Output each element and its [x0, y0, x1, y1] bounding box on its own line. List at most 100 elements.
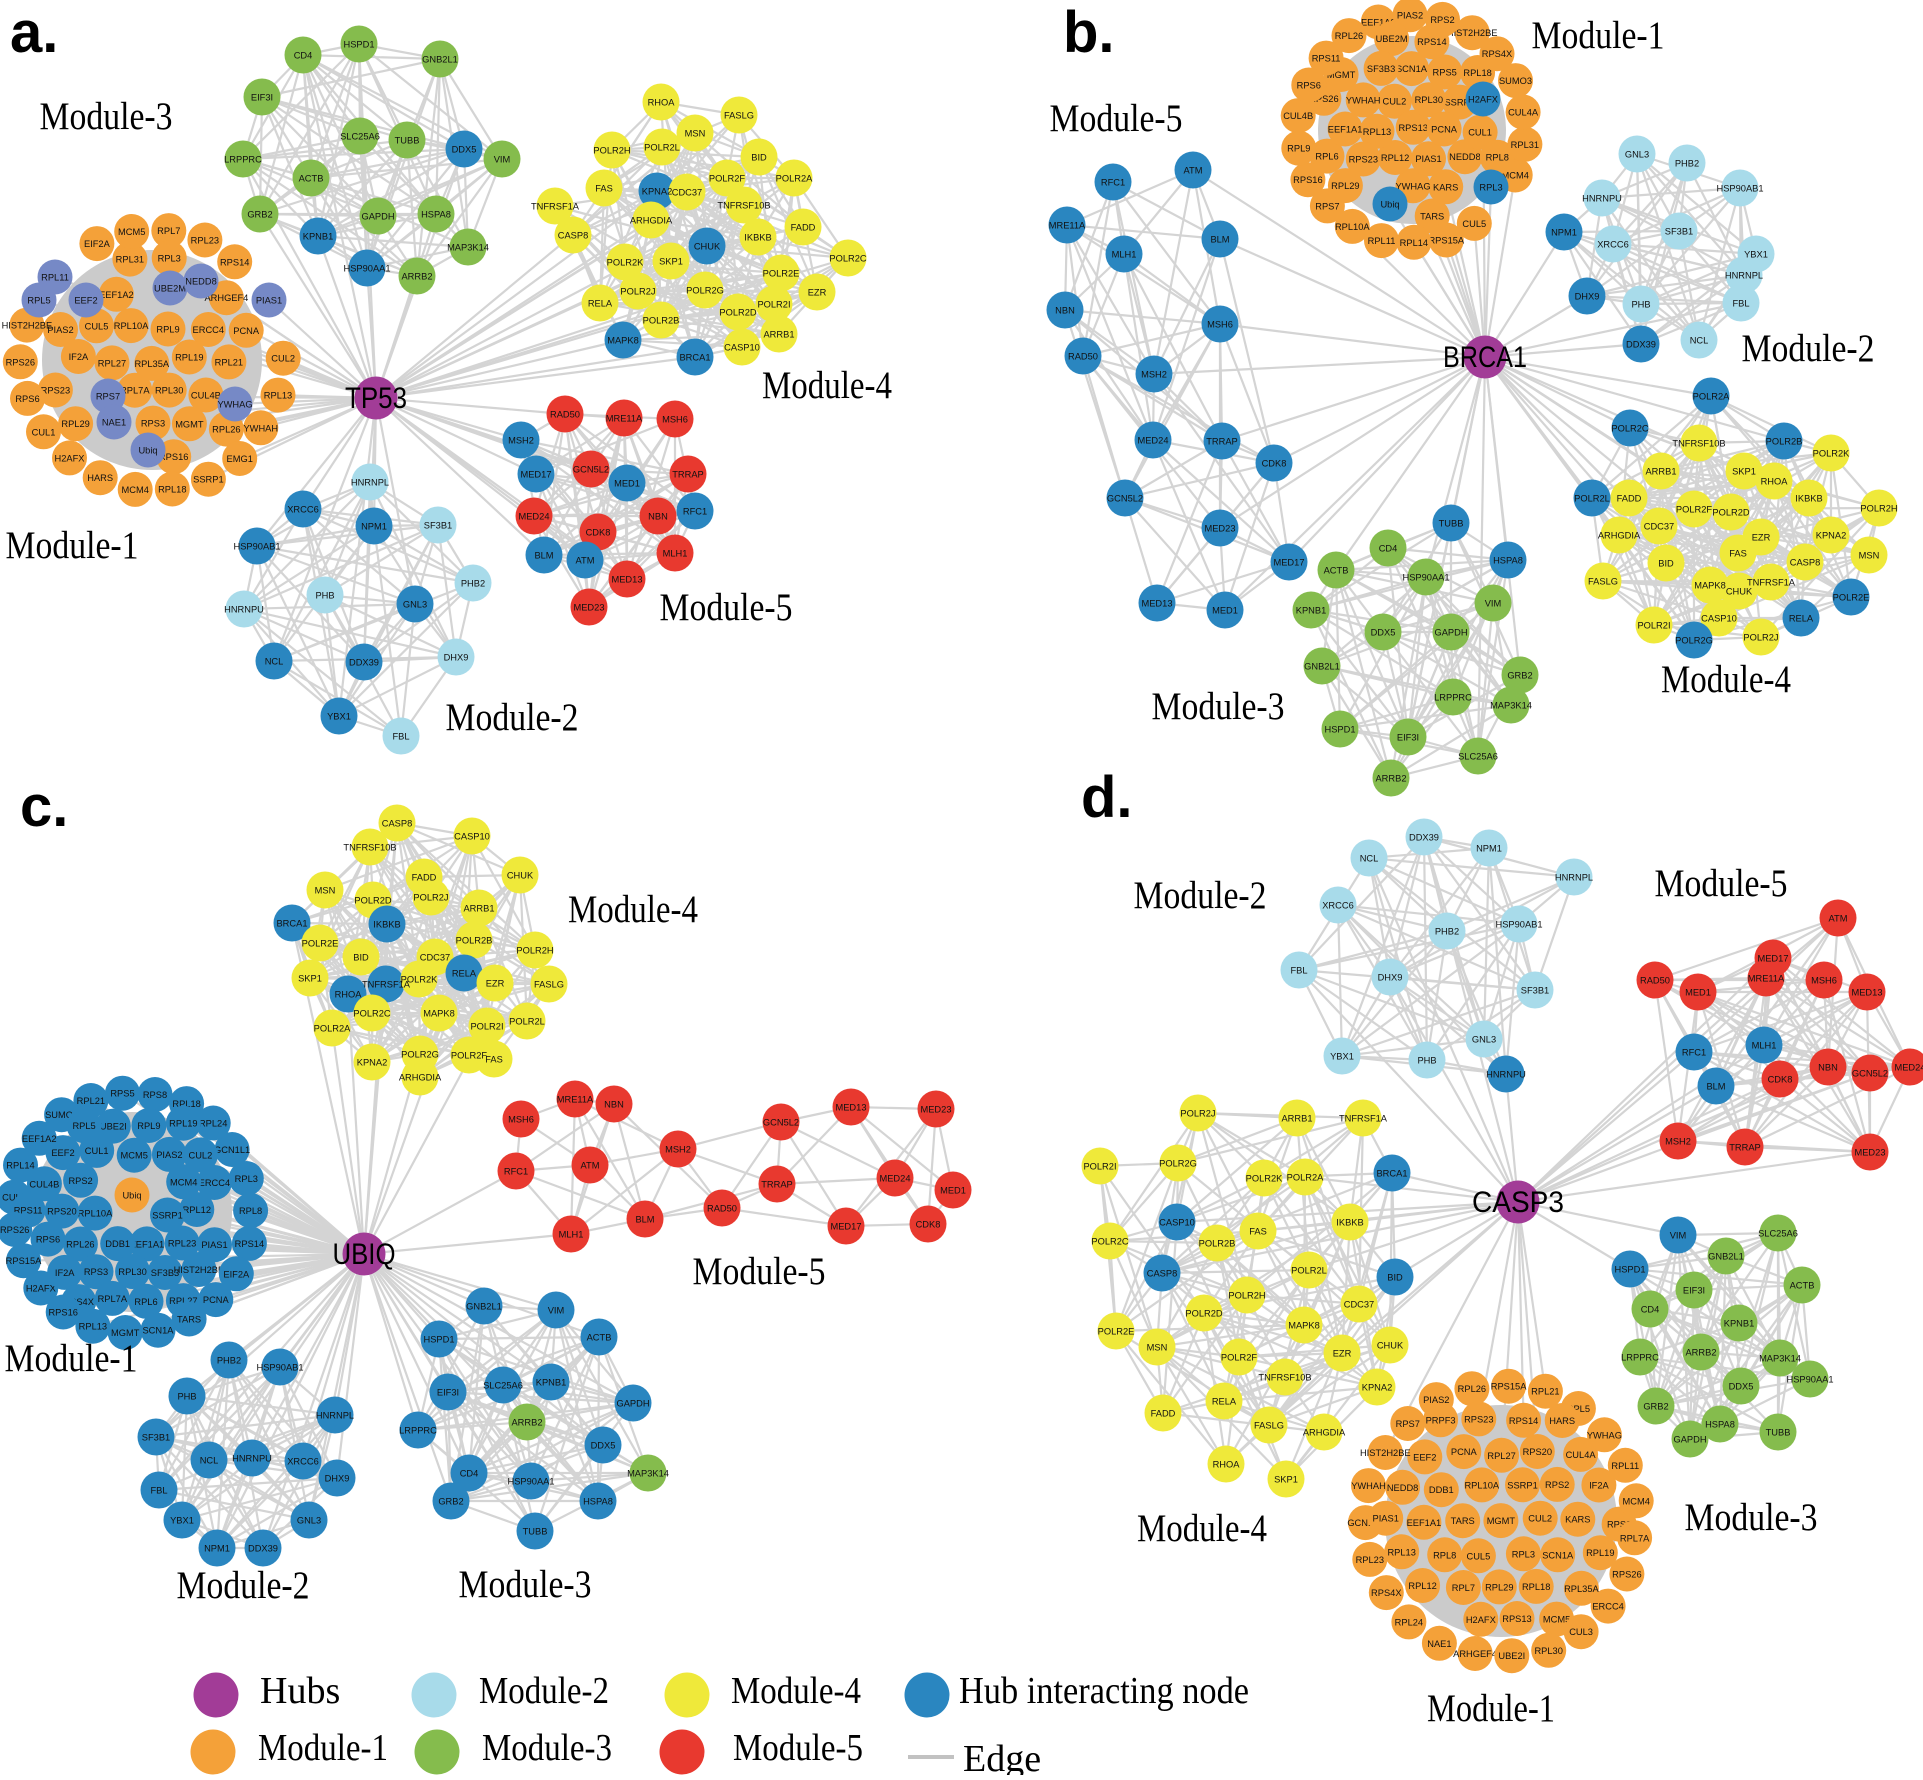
svg-text:UBE2M: UBE2M [1376, 34, 1408, 44]
svg-text:RELA: RELA [452, 969, 477, 979]
svg-text:RPL19: RPL19 [175, 353, 203, 363]
svg-text:YBX1: YBX1 [327, 712, 351, 722]
svg-text:NBN: NBN [1055, 306, 1075, 316]
svg-text:CUL4B: CUL4B [191, 391, 221, 401]
svg-text:MED17: MED17 [830, 1222, 861, 1232]
svg-text:MRE11A: MRE11A [1748, 974, 1785, 984]
svg-text:RPS2: RPS2 [1545, 1480, 1569, 1490]
svg-text:SLC25A6: SLC25A6 [1458, 752, 1498, 762]
svg-text:CD4: CD4 [460, 1469, 479, 1479]
svg-text:MRE11A: MRE11A [606, 414, 643, 424]
svg-text:Module-4: Module-4 [762, 364, 892, 407]
svg-text:TUBB: TUBB [395, 136, 420, 146]
svg-text:RPL19: RPL19 [169, 1119, 197, 1129]
svg-text:RPL30: RPL30 [1415, 95, 1443, 105]
svg-text:RHOA: RHOA [335, 990, 363, 1000]
svg-text:POLR2A: POLR2A [1693, 392, 1730, 402]
svg-text:XRCC6: XRCC6 [1597, 240, 1629, 250]
svg-text:RPL9: RPL9 [1287, 144, 1310, 154]
svg-text:YWHAG: YWHAG [1395, 181, 1430, 191]
svg-text:Module-1: Module-1 [6, 524, 139, 567]
svg-text:GCN5L2: GCN5L2 [763, 1118, 799, 1128]
svg-text:CASP10: CASP10 [1159, 1218, 1195, 1228]
svg-text:IF2A: IF2A [69, 352, 89, 362]
svg-text:SKP1: SKP1 [1732, 467, 1756, 477]
svg-text:KARS: KARS [1565, 1515, 1590, 1525]
svg-text:SKP1: SKP1 [298, 974, 322, 984]
svg-text:CHUK: CHUK [1377, 1341, 1404, 1351]
svg-text:RPL8: RPL8 [1433, 1550, 1456, 1560]
svg-text:POLR2F: POLR2F [451, 1051, 487, 1061]
svg-text:MAPK8: MAPK8 [423, 1009, 455, 1019]
svg-text:HNRNPU: HNRNPU [1582, 194, 1622, 204]
svg-text:PCNA: PCNA [1431, 125, 1458, 135]
svg-text:RPL12: RPL12 [1381, 153, 1409, 163]
svg-text:a.: a. [10, 0, 58, 65]
svg-text:DDX39: DDX39 [1626, 340, 1656, 350]
svg-text:EIF2A: EIF2A [223, 1269, 250, 1279]
svg-text:PHB: PHB [1631, 300, 1650, 310]
svg-text:MAP3K14: MAP3K14 [447, 243, 489, 253]
svg-text:EIF3I: EIF3I [251, 93, 273, 103]
svg-text:RPS3: RPS3 [84, 1267, 108, 1277]
svg-text:POLR2I: POLR2I [470, 1022, 503, 1032]
svg-text:PIAS1: PIAS1 [256, 296, 282, 306]
svg-text:CDC37: CDC37 [420, 953, 450, 963]
svg-text:RPL24: RPL24 [1395, 1617, 1423, 1627]
svg-text:MLH1: MLH1 [663, 549, 688, 559]
svg-text:RPS15A: RPS15A [1428, 236, 1464, 246]
svg-text:GNL3: GNL3 [297, 1516, 321, 1526]
svg-text:MSH2: MSH2 [508, 436, 534, 446]
svg-text:RELA: RELA [1212, 1397, 1237, 1407]
svg-text:RPL21: RPL21 [77, 1096, 105, 1106]
svg-text:NEDD8: NEDD8 [1387, 1483, 1419, 1493]
svg-text:POLR2E: POLR2E [763, 269, 800, 279]
svg-text:MCM5: MCM5 [118, 227, 145, 237]
svg-text:HSP90AA1: HSP90AA1 [343, 264, 390, 274]
svg-text:ATM: ATM [1184, 166, 1203, 176]
svg-text:POLR2L: POLR2L [1291, 1266, 1327, 1276]
svg-text:MLH1: MLH1 [1752, 1041, 1777, 1051]
svg-text:RPL26: RPL26 [212, 425, 240, 435]
svg-text:KARS: KARS [1433, 182, 1458, 192]
svg-text:RPL5: RPL5 [27, 296, 50, 306]
svg-text:RPS16: RPS16 [48, 1308, 77, 1318]
svg-text:POLR2H: POLR2H [1228, 1291, 1265, 1301]
svg-text:VIM: VIM [1670, 1231, 1687, 1241]
svg-text:VIM: VIM [1485, 599, 1502, 609]
svg-text:BLM: BLM [1210, 235, 1229, 245]
svg-text:DDX5: DDX5 [591, 1441, 616, 1451]
svg-text:RPL24: RPL24 [199, 1119, 227, 1129]
svg-text:MLH1: MLH1 [559, 1230, 584, 1240]
svg-text:MAPK8: MAPK8 [1288, 1321, 1320, 1331]
svg-text:YWHAH: YWHAH [1346, 95, 1381, 105]
svg-text:HSPD1: HSPD1 [343, 40, 374, 50]
svg-text:EZR: EZR [808, 288, 827, 298]
svg-text:MED17: MED17 [520, 470, 551, 480]
svg-text:RPL12: RPL12 [1408, 1581, 1436, 1591]
svg-text:Module-3: Module-3 [482, 1727, 612, 1769]
svg-text:NPM1: NPM1 [1551, 228, 1577, 238]
svg-text:POLR2L: POLR2L [1574, 494, 1610, 504]
svg-text:GNB2L1: GNB2L1 [422, 55, 458, 65]
svg-text:POLR2C: POLR2C [353, 1009, 390, 1019]
svg-text:POLR2A: POLR2A [314, 1024, 351, 1034]
svg-text:RPL11: RPL11 [1611, 1461, 1639, 1471]
svg-text:CUL2: CUL2 [1383, 97, 1407, 107]
svg-text:ERCC4: ERCC4 [193, 325, 225, 335]
svg-text:LRPPRC: LRPPRC [1621, 1353, 1659, 1363]
svg-text:RELA: RELA [588, 299, 613, 309]
svg-text:FADD: FADD [1617, 494, 1642, 504]
svg-text:CUL5: CUL5 [1462, 219, 1486, 229]
svg-text:CASP8: CASP8 [1147, 1269, 1178, 1279]
svg-text:CD4: CD4 [1641, 1305, 1660, 1315]
svg-text:MLH1: MLH1 [1112, 250, 1137, 260]
svg-text:RPL18: RPL18 [1522, 1582, 1550, 1592]
svg-text:RPS26: RPS26 [0, 1225, 29, 1235]
svg-text:ARHGDIA: ARHGDIA [630, 216, 673, 226]
svg-text:YWHAH: YWHAH [243, 423, 278, 433]
svg-text:RELA: RELA [1789, 614, 1814, 624]
svg-text:MAP3K14: MAP3K14 [1759, 1354, 1801, 1364]
svg-text:BLM: BLM [534, 551, 553, 561]
svg-text:MGMT: MGMT [1487, 1516, 1516, 1526]
